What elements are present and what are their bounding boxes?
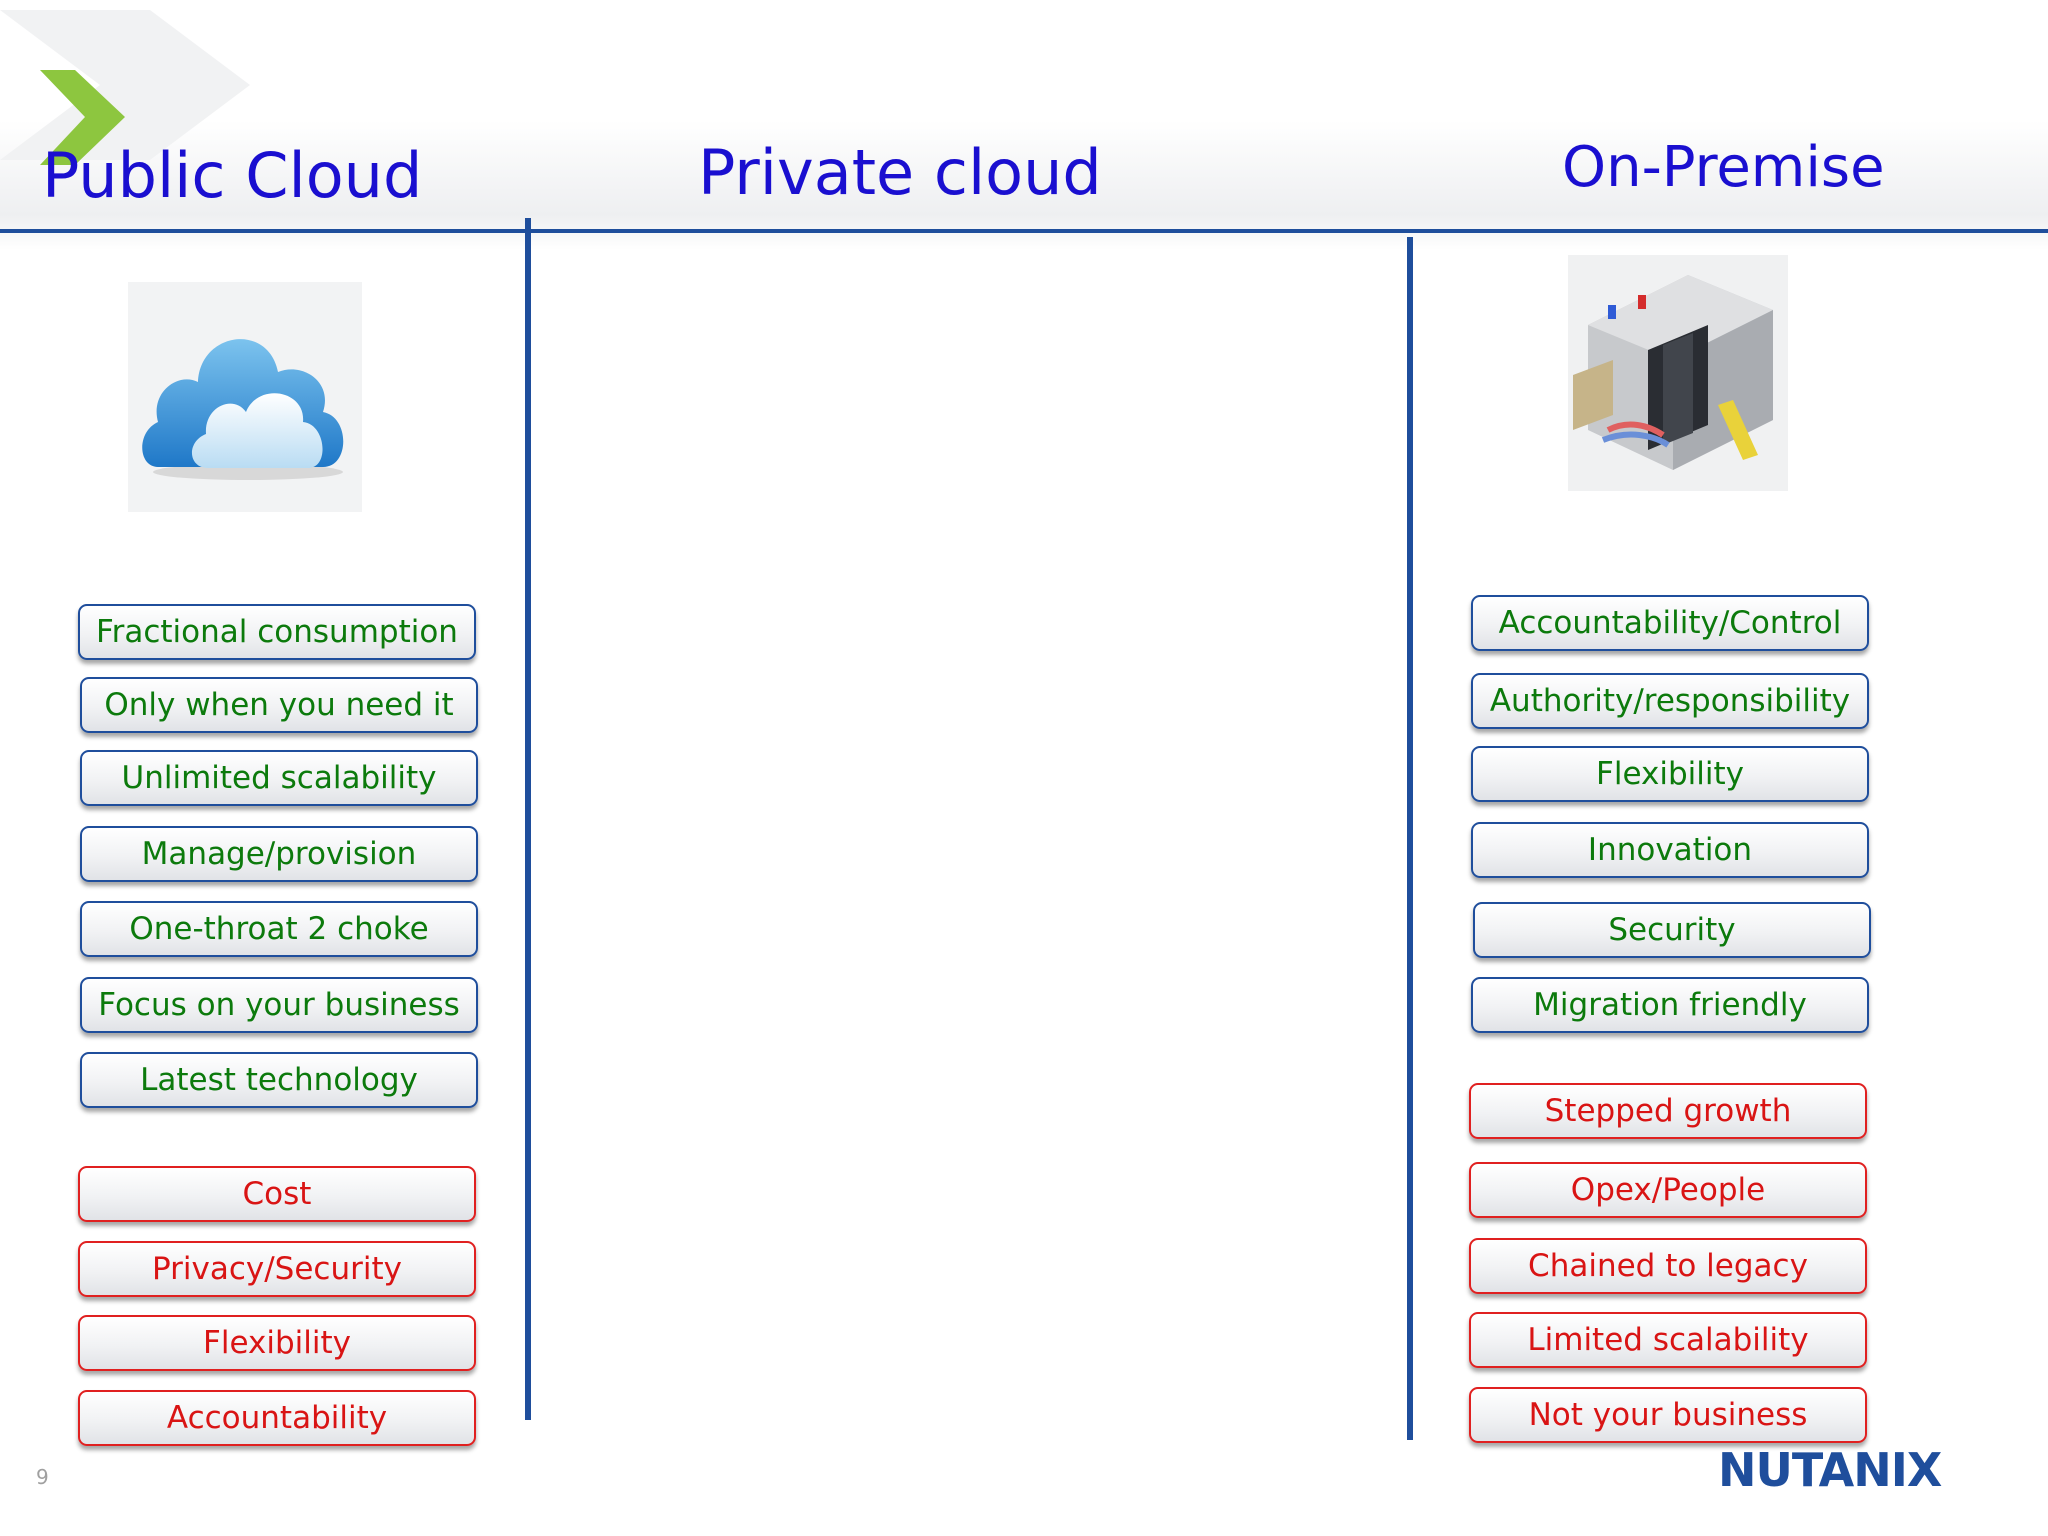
public-cloud-pro-item: Manage/provision	[80, 826, 478, 882]
on-premise-con-item: Not your business	[1469, 1387, 1867, 1443]
public-cloud-pro-item: Focus on your business	[80, 977, 478, 1033]
column-divider-left	[525, 218, 531, 1420]
on-premise-con-item: Chained to legacy	[1469, 1238, 1867, 1294]
datacenter-icon	[1568, 255, 1788, 491]
public-cloud-pro-item: Unlimited scalability	[80, 750, 478, 806]
on-premise-pro-item: Innovation	[1471, 822, 1869, 878]
nutanix-logo-text: NUTANIX	[1718, 1444, 1942, 1494]
public-cloud-pro-item: One-throat 2 choke	[80, 901, 478, 957]
column-title-on-premise: On-Premise	[1562, 135, 1885, 200]
public-cloud-con-item: Cost	[78, 1166, 476, 1222]
cloud-icon	[128, 282, 362, 512]
nutanix-logo: NUTANIX	[1718, 1444, 1943, 1494]
public-cloud-con-item: Privacy/Security	[78, 1241, 476, 1297]
header-band	[0, 0, 2048, 260]
public-cloud-con-item: Accountability	[78, 1390, 476, 1446]
public-cloud-pro-item: Fractional consumption	[78, 604, 476, 660]
public-cloud-pro-item: Latest technology	[80, 1052, 478, 1108]
on-premise-pro-item: Migration friendly	[1471, 977, 1869, 1033]
page-number: 9	[36, 1465, 49, 1489]
column-divider-right	[1407, 237, 1413, 1440]
brand-chevron-icon	[40, 70, 125, 165]
on-premise-pro-item: Authority/responsibility	[1471, 673, 1869, 729]
on-premise-con-item: Stepped growth	[1469, 1083, 1867, 1139]
on-premise-con-item: Opex/People	[1469, 1162, 1867, 1218]
public-cloud-pro-item: Only when you need it	[80, 677, 478, 733]
ghost-chevron-icon	[0, 10, 250, 160]
on-premise-pro-item: Accountability/Control	[1471, 595, 1869, 651]
on-premise-pro-item: Security	[1473, 902, 1871, 958]
on-premise-pro-item: Flexibility	[1471, 746, 1869, 802]
column-title-private-cloud: Private cloud	[698, 136, 1102, 209]
on-premise-con-item: Limited scalability	[1469, 1312, 1867, 1368]
header-divider	[0, 229, 2048, 233]
public-cloud-con-item: Flexibility	[78, 1315, 476, 1371]
column-title-public-cloud: Public Cloud	[42, 139, 423, 212]
